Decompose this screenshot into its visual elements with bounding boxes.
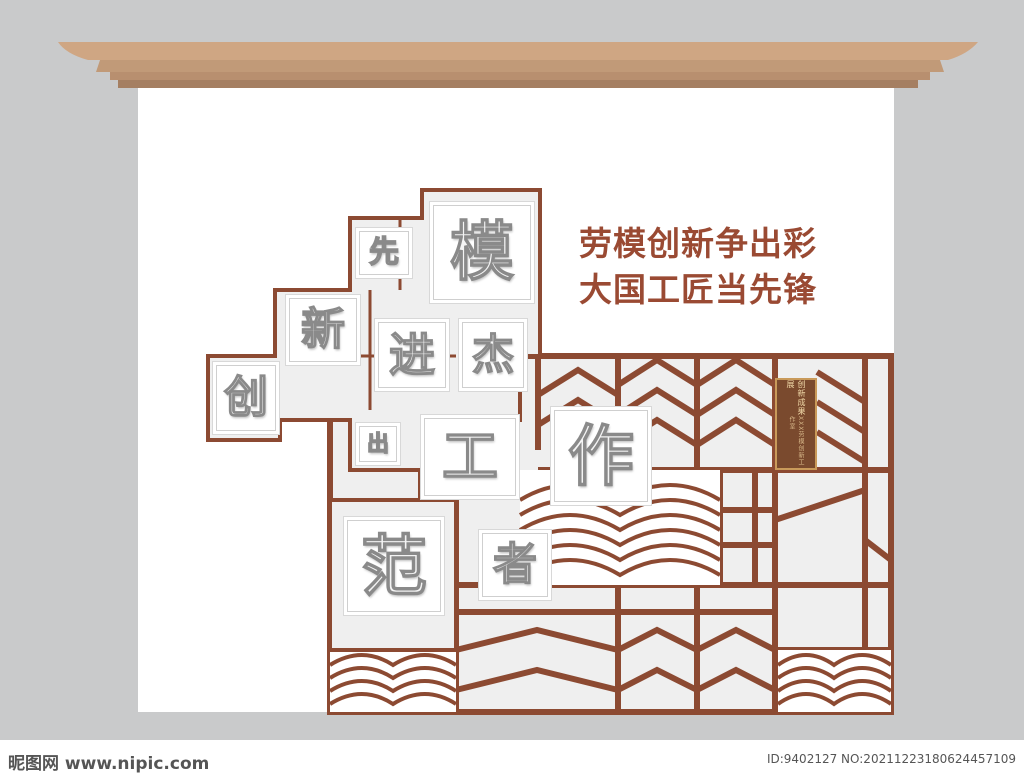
tile-char: 范 [360,527,427,605]
roof-eave [58,42,978,88]
tile-char: 者 [492,539,537,590]
plaque-subtitle: XXX劳模创新工作室 [788,416,804,467]
tile-fan: 范 [347,520,441,612]
slogan-line-2: 大国工匠当先锋 [579,270,817,309]
achievement-plaque: 创新成果展 XXX劳模创新工作室 [775,378,817,470]
slogan-line-1: 劳模创新争出彩 [579,224,817,263]
tile-jin: 进 [378,322,446,388]
tile-chu: 出 [359,426,397,462]
tile-char: 作 [567,417,634,495]
tile-char: 工 [441,424,498,490]
tile-zhe: 者 [482,533,548,597]
watermark-bar: 昵图网 www.nipic.com ID:9402127 NO:20211223… [0,740,1024,779]
tile-char: 杰 [471,330,514,379]
tile-char: 新 [300,304,345,355]
tile-mo: 模 [433,205,531,300]
tile-char: 创 [223,372,268,423]
tile-xin: 新 [289,298,357,362]
plaque-title: 创新成果展 [786,380,806,416]
tile-char: 先 [368,235,399,270]
tile-chuang: 创 [216,365,276,431]
tile-char: 进 [388,328,435,382]
tile-char: 模 [449,214,514,290]
tile-zuo: 作 [554,410,648,502]
tile-gong: 工 [424,418,516,496]
tile-xian: 先 [359,231,409,275]
watermark-logo: 昵图网 www.nipic.com [8,754,210,774]
tile-jie: 杰 [462,322,524,388]
tile-char: 出 [366,431,389,457]
watermark-id: ID:9402127 NO:20211223180624457109 [766,752,1016,766]
